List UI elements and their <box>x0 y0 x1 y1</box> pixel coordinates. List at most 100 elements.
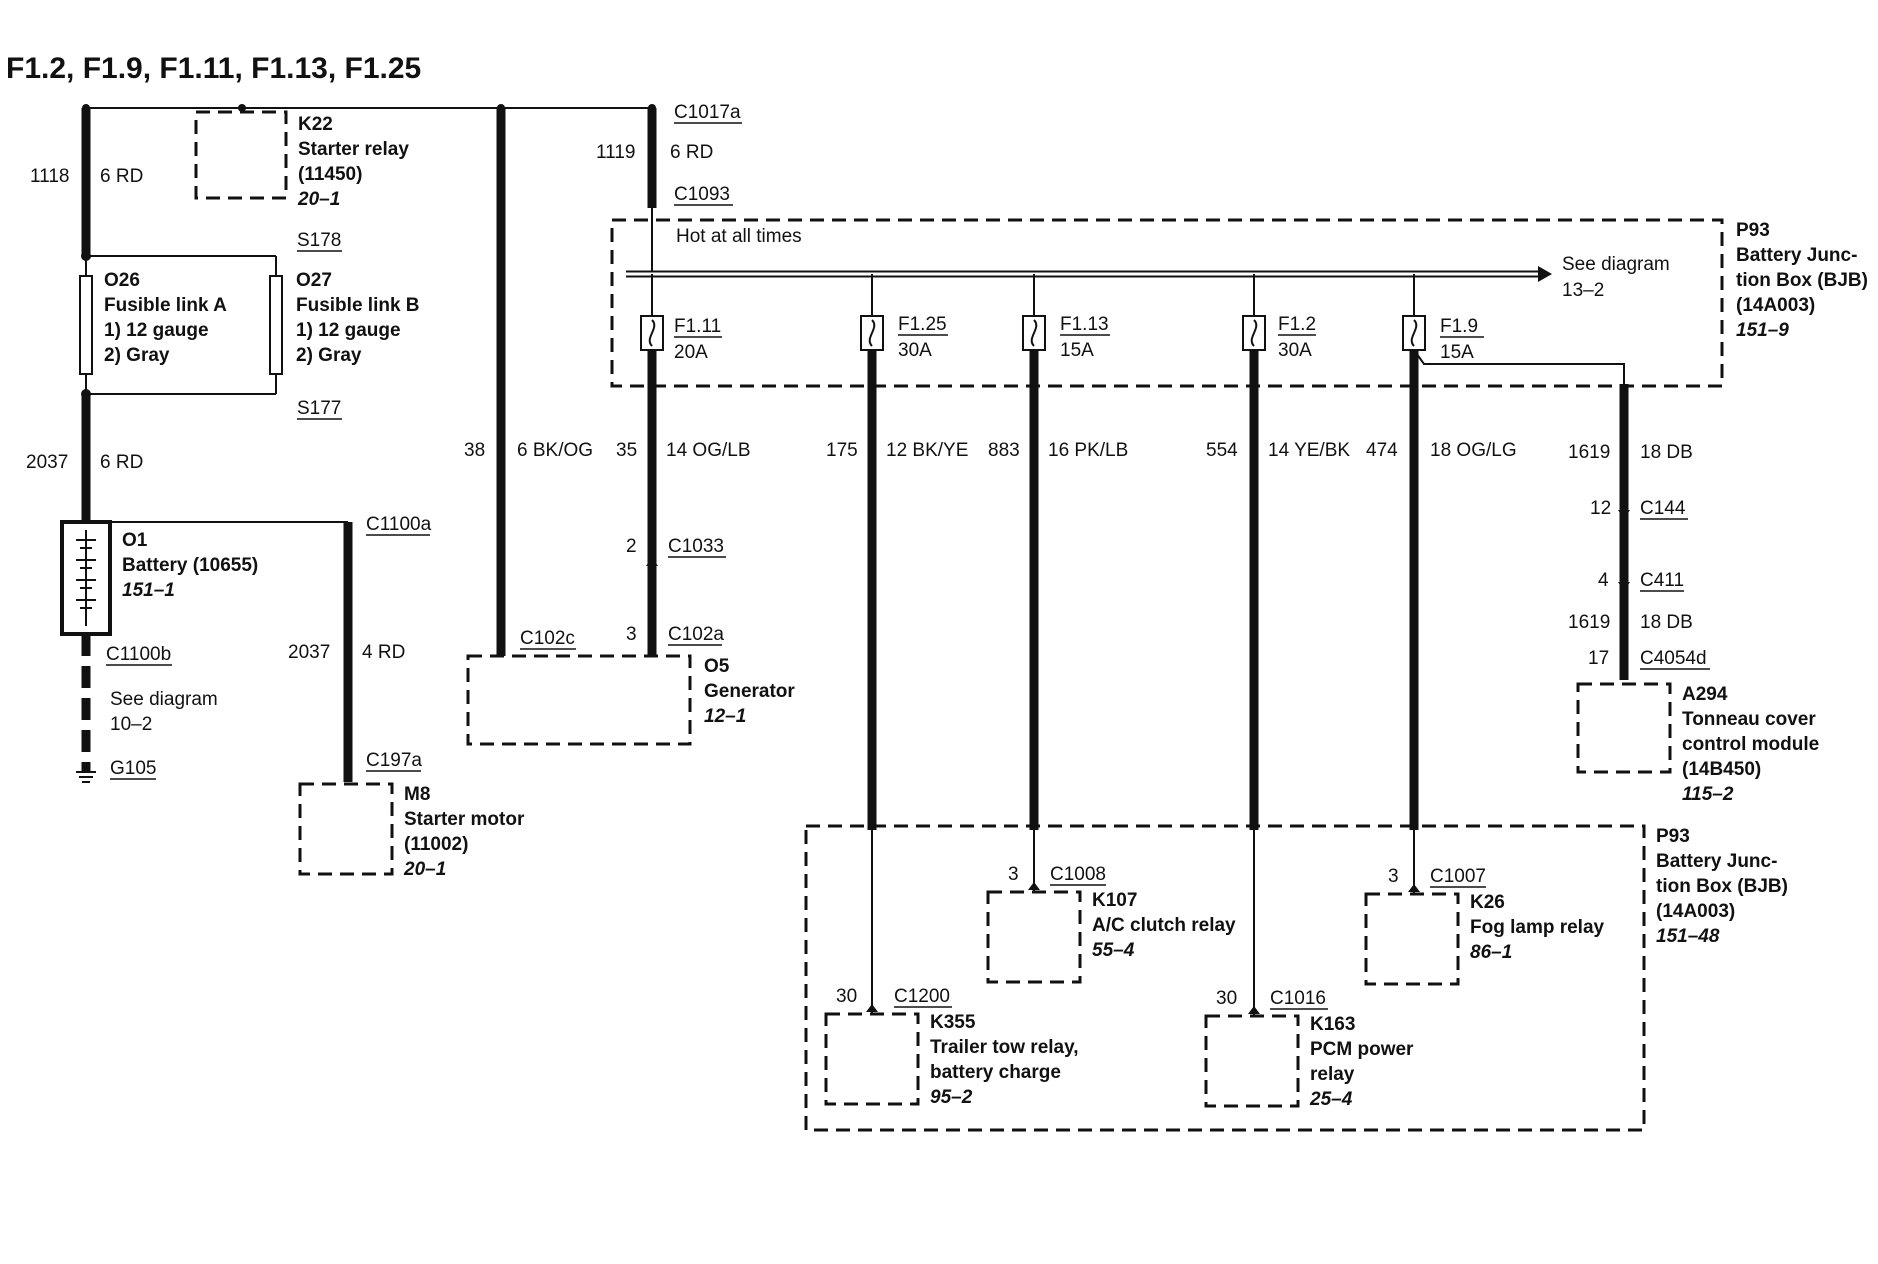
p93-bottom-line2: tion Box (BJB) <box>1656 876 1788 897</box>
c1100a-label: C1100a <box>366 514 432 535</box>
fuse-f1-13[interactable]: F1.13 15A <box>1022 274 1110 361</box>
o5-id: O5 <box>704 656 730 677</box>
see-diagram-main-1: See diagram <box>1562 254 1670 275</box>
connector-arrow-icon <box>866 1004 878 1012</box>
ground-see-diagram-1: See diagram <box>110 689 218 710</box>
c4054d-label: C4054d <box>1640 648 1707 669</box>
c1100b-label: C1100b <box>106 644 171 665</box>
k22-id: K22 <box>298 114 333 135</box>
wire-554-spec: 14 YE/BK <box>1268 440 1350 461</box>
c1200-pin: 30 <box>836 986 857 1007</box>
c197a-label: C197a <box>366 750 422 771</box>
wire-1119-spec: 6 RD <box>670 142 713 163</box>
p93-top-ref: 151–9 <box>1736 320 1789 341</box>
k355-line2: battery charge <box>930 1062 1061 1083</box>
connector-arrow-icon <box>1618 582 1630 590</box>
c4054d-pin: 17 <box>1588 648 1609 669</box>
a294-ref: 115–2 <box>1682 784 1734 805</box>
splice-s177-label: S177 <box>297 398 341 419</box>
fuse-f1-2-name: F1.2 <box>1278 314 1316 335</box>
fuse-f1-9[interactable]: F1.9 15A <box>1402 274 1484 363</box>
a294-component-box[interactable] <box>1576 682 1672 774</box>
k163-ref: 25–4 <box>1309 1089 1353 1110</box>
k22-name: Starter relay <box>298 139 409 160</box>
m8-component-box[interactable] <box>298 782 394 876</box>
o1-ref: 151–1 <box>122 580 175 601</box>
o1-id: O1 <box>122 530 148 551</box>
fuse-f1-25-name: F1.25 <box>898 314 947 335</box>
fuse-f1-11[interactable]: F1.11 20A <box>640 274 722 363</box>
p93-top-junction-box[interactable] <box>610 218 1724 388</box>
c102a-pin: 3 <box>626 624 637 645</box>
k163-component-box[interactable] <box>1204 1014 1300 1108</box>
connector-arrow-icon <box>1618 510 1630 518</box>
o27-name: Fusible link B <box>296 295 420 316</box>
k26-id: K26 <box>1470 892 1505 913</box>
wire-1118-spec: 6 RD <box>100 166 143 187</box>
bus-arrow-icon <box>1538 266 1552 282</box>
a294-line2: control module <box>1682 734 1819 755</box>
wire-1619b-circuit: 1619 <box>1568 612 1610 633</box>
k163-line2: relay <box>1310 1064 1355 1085</box>
c1033-label: C1033 <box>668 536 724 557</box>
wire-175-spec: 12 BK/YE <box>886 440 968 461</box>
a294-line1: Tonneau cover <box>1682 709 1816 730</box>
o26-spec1: 1) 12 gauge <box>104 320 209 341</box>
c102c-label: C102c <box>520 628 575 649</box>
ground-icon <box>76 771 96 783</box>
c1017a-label: C1017a <box>674 102 741 123</box>
o27-spec2: 2) Gray <box>296 345 362 366</box>
p93-bottom-junction-box[interactable] <box>804 824 1646 1132</box>
p93-top-line2: tion Box (BJB) <box>1736 270 1868 291</box>
o5-name: Generator <box>704 681 795 702</box>
fuse-f1-11-rating: 20A <box>674 342 708 363</box>
c102a-label: C102a <box>668 624 724 645</box>
k26-ref: 86–1 <box>1470 942 1512 963</box>
p93-top-line1: Battery Junc- <box>1736 245 1857 266</box>
wire-474-spec: 18 OG/LG <box>1430 440 1517 461</box>
o5-generator-box[interactable] <box>466 654 692 746</box>
wire-2037b-spec: 4 RD <box>362 642 405 663</box>
k163-line1: PCM power <box>1310 1039 1414 1060</box>
p93-bottom-part: (14A003) <box>1656 901 1735 922</box>
p93-bottom-id: P93 <box>1656 826 1690 847</box>
k107-ref: 55–4 <box>1092 940 1135 961</box>
fuse-f1-13-rating: 15A <box>1060 340 1094 361</box>
wire-1119-circuit: 1119 <box>596 142 635 163</box>
hot-at-all-times-label: Hot at all times <box>676 226 802 247</box>
k22-component-box[interactable] <box>194 110 288 200</box>
k107-component-box[interactable] <box>986 890 1082 984</box>
wire-35-spec: 14 OG/LB <box>666 440 751 461</box>
fuse-f1-2[interactable]: F1.2 30A <box>1242 274 1316 361</box>
c144-label: C144 <box>1640 498 1686 519</box>
connector-arrow-icon <box>1408 884 1420 892</box>
o27-spec1: 1) 12 gauge <box>296 320 401 341</box>
fusible-link-b-icon[interactable] <box>269 275 283 375</box>
wire-1619b-spec: 18 DB <box>1640 612 1693 633</box>
k355-line1: Trailer tow relay, <box>930 1037 1079 1058</box>
m8-name: Starter motor <box>404 809 525 830</box>
k26-component-box[interactable] <box>1364 892 1460 986</box>
o1-name: Battery (10655) <box>122 555 258 576</box>
k107-id: K107 <box>1092 890 1137 911</box>
fusible-link-a-icon[interactable] <box>79 275 93 375</box>
connector-arrow-icon <box>1248 1006 1260 1014</box>
wire-1619a-spec: 18 DB <box>1640 442 1693 463</box>
k355-component-box[interactable] <box>824 1012 920 1106</box>
wire-38-spec: 6 BK/OG <box>517 440 593 461</box>
k22-part: (11450) <box>298 164 362 185</box>
fuse-f1-11-name: F1.11 <box>674 316 721 337</box>
fuse-f1-25[interactable]: F1.25 30A <box>860 274 948 361</box>
c1200-label: C1200 <box>894 986 950 1007</box>
p93-top-part: (14A003) <box>1736 295 1815 316</box>
wire-883-circuit: 883 <box>988 440 1020 461</box>
o5-ref: 12–1 <box>704 706 746 727</box>
c1008-label: C1008 <box>1050 864 1106 885</box>
wire-554-circuit: 554 <box>1206 440 1238 461</box>
k355-ref: 95–2 <box>930 1087 973 1108</box>
c1033-pin: 2 <box>626 536 637 557</box>
o27-id: O27 <box>296 270 332 291</box>
c144-pin: 12 <box>1590 498 1611 519</box>
p93-bottom-line1: Battery Junc- <box>1656 851 1777 872</box>
a294-part: (14B450) <box>1682 759 1761 780</box>
